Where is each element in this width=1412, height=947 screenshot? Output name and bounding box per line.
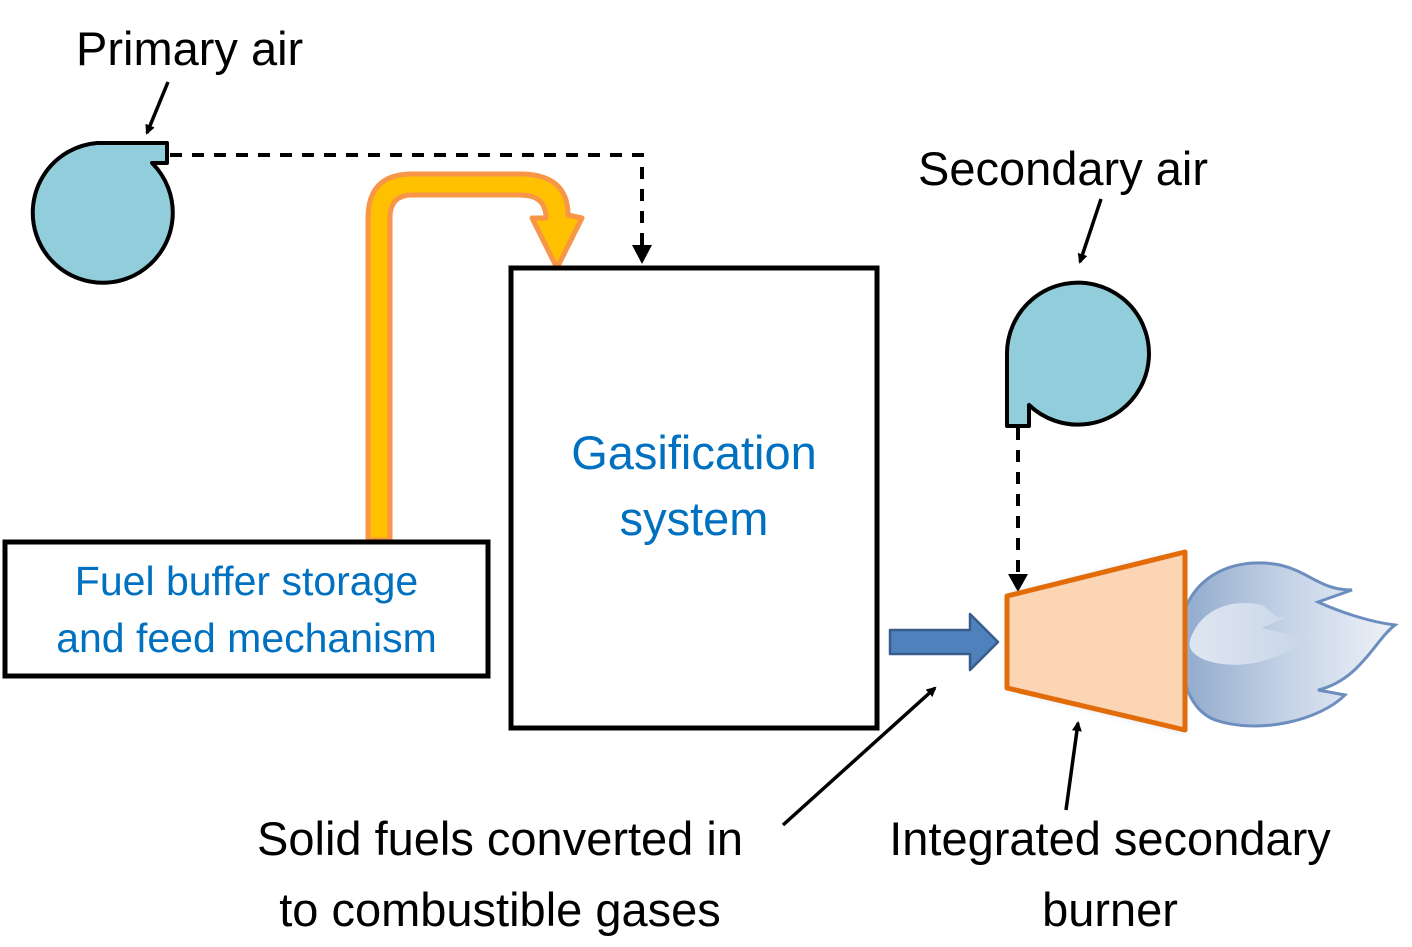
secondary-air-fan-icon [1004,280,1151,428]
burner-label-line1: Integrated secondary [889,812,1331,865]
primary-air-label: Primary air [76,22,304,75]
primary-air-duct-arrowhead [632,245,652,264]
fuel-feed-arrow [365,171,585,543]
gasification-label-line2: system [619,492,769,546]
integrated-secondary-burner [1004,549,1188,733]
gas-flow-arrow [888,612,1000,672]
fuel-buffer-box [2,539,491,679]
fuel-buffer-label-line1: Fuel buffer storage [74,558,419,604]
primary-air-duct [170,153,644,255]
solid-fuels-pointer [781,686,937,827]
secondary-air-pointer [1077,198,1103,264]
solid-fuels-label-line2: to combustible gases [279,882,721,936]
burner-pointer [1064,721,1082,811]
solid-fuels-label-line1: Solid fuels converted in [257,812,743,865]
burner-label: Integrated secondary burner [850,804,1370,945]
fuel-buffer-label-line2: and feed mechanism [56,615,437,662]
solid-fuels-label: Solid fuels converted in to combustible … [190,804,810,945]
primary-air-pointer [145,81,170,135]
secondary-air-label: Secondary air [918,142,1208,195]
flame-icon [1178,561,1399,728]
gasification-label: Gasification system [511,426,877,546]
gasification-system-box [508,265,880,731]
primary-air-fan-icon [30,141,175,285]
gasification-label-line1: Gasification [571,426,817,479]
fuel-buffer-label: Fuel buffer storage and feed mechanism [5,553,488,668]
burner-label-line2: burner [1042,882,1178,936]
secondary-air-duct-arrowhead [1008,574,1028,592]
